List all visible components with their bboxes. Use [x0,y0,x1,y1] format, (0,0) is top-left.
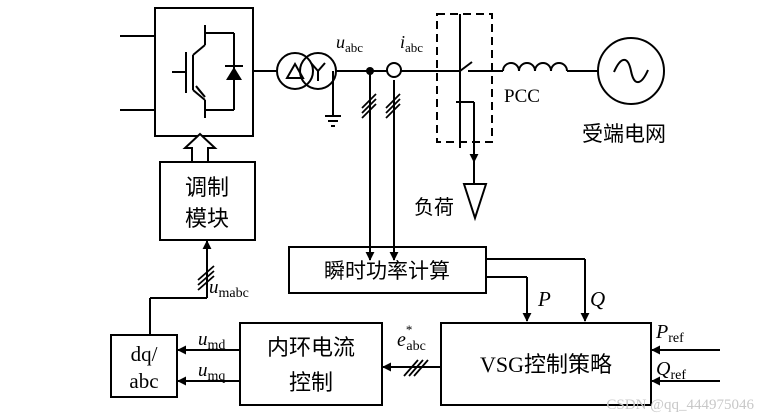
qref-label: Qref [656,358,686,383]
power-calc-block [288,246,487,294]
umabc-label: umabc [209,277,249,301]
pcc-label: PCC [504,86,540,107]
ac-grid-icon [597,37,665,105]
current-label: iabc [400,32,423,55]
watermark: CSDN @qq_444975046 [606,397,754,413]
modulation-label-line1: 调制 [185,175,229,200]
pcc-boundary [436,13,493,143]
eabc-label: e*abc [397,322,426,354]
vsg-control-block [440,322,652,406]
inner-current-block [239,322,383,406]
switch-icon [430,14,503,148]
voltage-measure-point [361,67,377,261]
dq-abc-label-line1: dq/ [131,342,158,366]
modulation-label-line2: 模块 [185,206,229,231]
modulation-block [159,161,256,241]
converter-block [120,7,254,137]
grid-label: 受端电网 [582,122,666,146]
umd-label: umd [198,329,225,353]
q-label: Q [590,287,605,311]
current-measure-point [385,62,402,261]
dq-abc-label-line2: abc [129,369,158,393]
inductor-icon [502,62,568,72]
diode-icon [225,65,243,80]
igbt-icon [172,25,235,118]
umq-label: umq [198,360,225,384]
p-label: P [537,287,551,311]
inner-current-label-line1: 内环电流 [267,335,355,360]
power-calc-label: 瞬时功率计算 [324,259,450,283]
pref-label: Pref [655,321,684,346]
load-label: 负荷 [414,196,454,219]
inner-current-label-line2: 控制 [289,370,333,395]
modulation-arrow-icon [182,132,218,163]
vsg-control-label: VSG控制策略 [480,352,612,377]
dq-abc-block [110,334,178,398]
load-icon [462,183,488,222]
voltage-label: uabc [336,32,363,55]
transformer-icon [276,52,430,127]
